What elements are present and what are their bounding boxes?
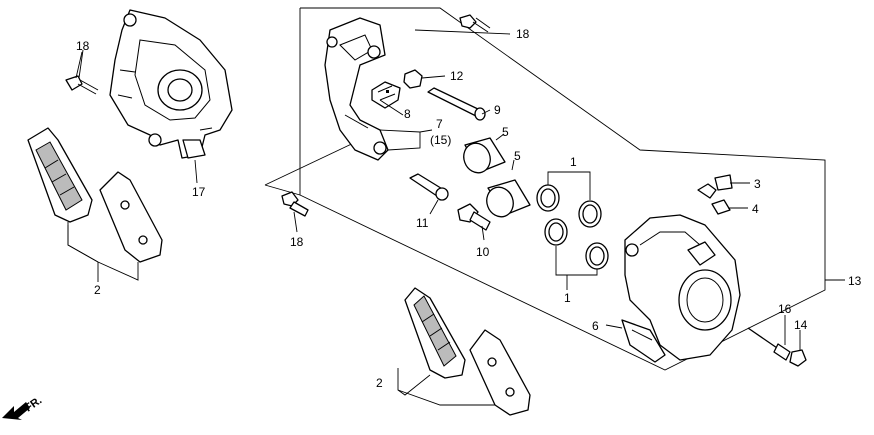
- callout-1-top: 1: [570, 155, 577, 169]
- callout-5-b: 5: [514, 149, 521, 163]
- callout-2-bottom: 2: [376, 376, 383, 390]
- caliper-mount-bracket: [324, 17, 389, 161]
- callout-3: 3: [754, 177, 761, 191]
- callout-18-top-right: 18: [516, 27, 530, 41]
- callout-10: 10: [476, 245, 490, 259]
- brake-pads-bottom: [404, 287, 531, 416]
- callout-8: 8: [404, 107, 411, 121]
- pin-16: [747, 327, 791, 361]
- direction-label: FR.: [23, 394, 44, 414]
- seals-1: [536, 184, 609, 270]
- forward-arrow-icon: [2, 402, 30, 420]
- brake-pads-left: [27, 127, 163, 281]
- callout-18-middle: 18: [290, 235, 304, 249]
- bleeder-valve-3: [697, 174, 733, 199]
- pad-spring-6: [621, 319, 666, 363]
- callout-16: 16: [778, 302, 792, 316]
- callout-14: 14: [794, 318, 808, 332]
- callout-9: 9: [494, 103, 501, 117]
- bolt-18-top-right: [459, 14, 491, 33]
- bolt-10: [457, 203, 491, 231]
- bleeder-cap-4: [711, 199, 731, 215]
- callout-4: 4: [752, 202, 759, 216]
- assembly-frame: [264, 7, 826, 371]
- caliper-body: [624, 214, 741, 361]
- callout-6: 6: [592, 319, 599, 333]
- leader-lines: [67, 29, 845, 406]
- callout-5-a: 5: [502, 125, 509, 139]
- callout-7-paren-15: (15): [430, 133, 451, 147]
- nut-14: [789, 349, 807, 367]
- callout-12: 12: [450, 69, 464, 83]
- pin-bolt-11: [409, 173, 449, 201]
- callout-13: 13: [848, 274, 862, 288]
- callout-2-left: 2: [94, 283, 101, 297]
- nut-12: [403, 69, 423, 89]
- callout-labels: 18 17 2 18 12 9 8 7 (15) 5 5 1 1 11 10 1…: [23, 27, 862, 414]
- pad-spring-8: [371, 81, 401, 109]
- callout-17: 17: [192, 185, 206, 199]
- callout-11: 11: [416, 216, 429, 230]
- bolt-18-top-left: [65, 51, 99, 95]
- piston-5-lower: [486, 179, 531, 218]
- piston-5-upper: [463, 137, 506, 174]
- caliper-bracket-17: [109, 9, 233, 159]
- bolt-18-middle: [281, 191, 309, 217]
- callout-18-top-left: 18: [76, 39, 90, 53]
- callout-7: 7: [436, 117, 443, 131]
- pin-bolt-9: [427, 87, 486, 121]
- callout-1-bottom: 1: [564, 291, 571, 305]
